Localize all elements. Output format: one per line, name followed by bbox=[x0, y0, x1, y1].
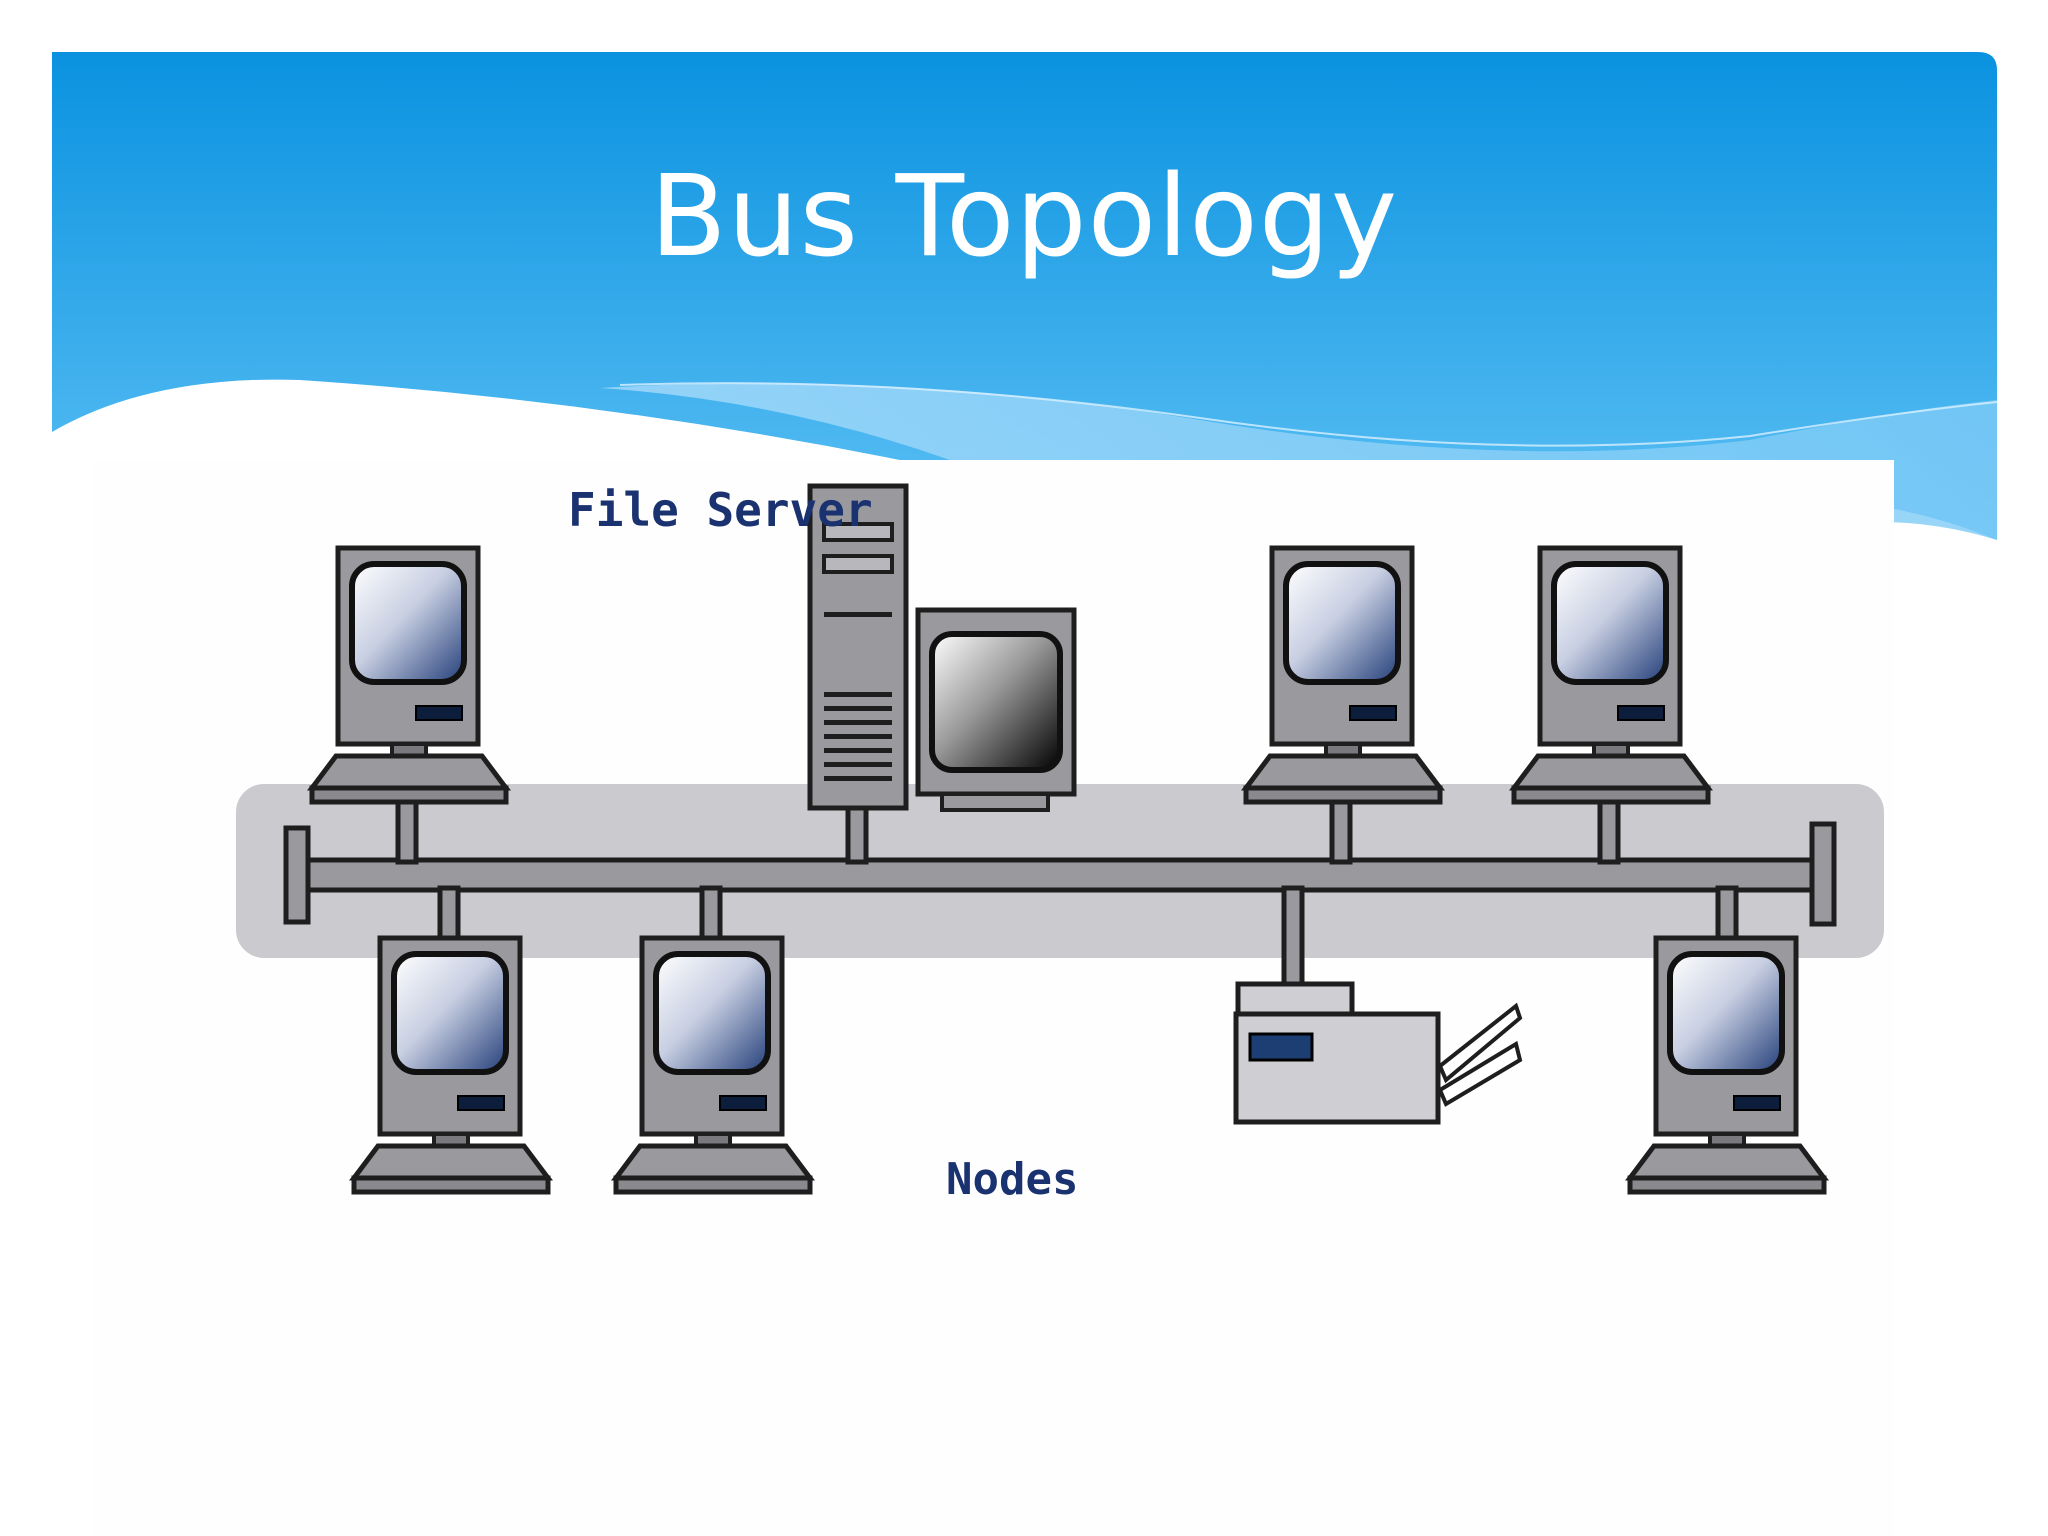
bus-backbone bbox=[283, 797, 1837, 987]
header-wave-light bbox=[600, 383, 1997, 540]
file-server-label: File Server bbox=[568, 483, 873, 537]
header-background bbox=[52, 52, 1998, 540]
header-band bbox=[52, 52, 1997, 540]
printer bbox=[1233, 981, 1523, 1125]
nodes-label: Nodes bbox=[946, 1154, 1078, 1205]
workstation-top-2 bbox=[1246, 548, 1440, 802]
workstation-bottom-1 bbox=[354, 938, 548, 1192]
workstation-top-3 bbox=[1514, 548, 1708, 802]
file-server-tower bbox=[807, 483, 909, 811]
workstation-bottom-3 bbox=[1630, 938, 1824, 1192]
slide-title: Bus Topology bbox=[649, 152, 1399, 282]
workstation-bottom-2 bbox=[616, 938, 810, 1192]
header-wave-line bbox=[619, 382, 1998, 447]
workstation-top-1 bbox=[312, 548, 506, 802]
file-server-monitor bbox=[915, 607, 1077, 812]
